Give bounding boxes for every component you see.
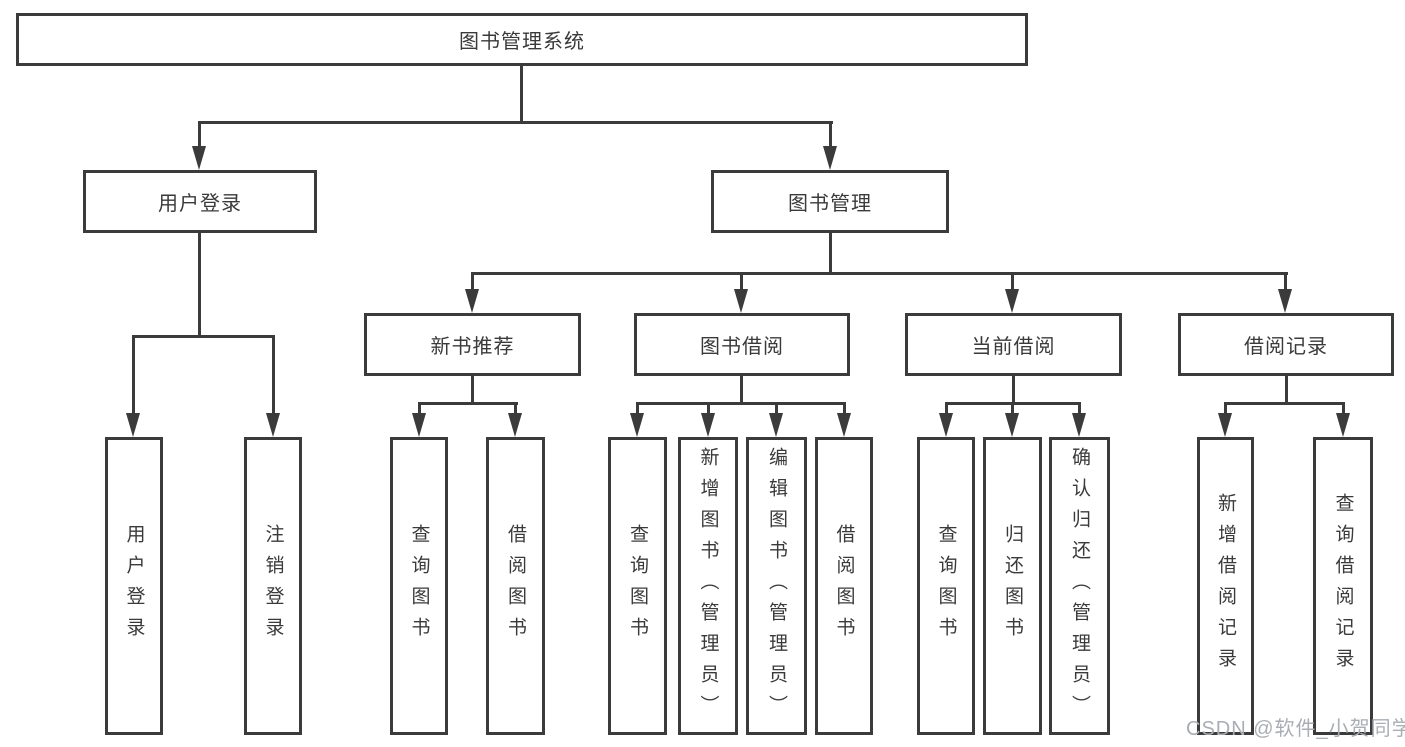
arrowhead-to-borrowrecords (1278, 289, 1292, 313)
connector-newbook-stem (471, 376, 474, 405)
connector-to-bookborrow-stem (740, 272, 743, 292)
connector-leaf-stem (636, 402, 639, 416)
connector-to-borrowrecords-stem (1284, 272, 1287, 292)
node-label: 借阅图书 (505, 524, 526, 648)
node-user-login: 用户登录 (83, 170, 317, 233)
arrowhead-to-borrow-books-borrow (837, 413, 851, 437)
connector-root-to-bookmgmt-stem (829, 121, 832, 149)
node-label: 用户登录 (123, 524, 145, 648)
node-label: 查询图书 (935, 524, 957, 648)
node-label: 查询借阅记录 (1332, 493, 1354, 679)
arrowhead-to-borrow-books-recommend (508, 413, 522, 437)
connector-newbook-horizontal (418, 402, 518, 405)
connector-bookborrow-stem2 (740, 376, 743, 405)
node-label: 借阅记录 (1244, 336, 1328, 358)
node-query-borrow-record: 查询借阅记录 (1313, 437, 1373, 735)
node-label: 新增图书（管理员） (697, 446, 719, 726)
connector-bookborrow-horizontal (636, 402, 846, 405)
arrowhead-to-query-books-current (939, 413, 953, 437)
connector-root-horizontal (198, 121, 833, 124)
node-label: 图书借阅 (700, 336, 784, 358)
node-label: 编辑图书（管理员） (766, 446, 787, 726)
node-label: 查询图书 (408, 524, 430, 648)
arrowhead-to-bookborrow (734, 289, 748, 313)
connector-root-stem (520, 64, 523, 124)
node-confirm-return-admin: 确认归还（管理员） (1049, 437, 1110, 735)
connector-bookmgmt-stem (829, 233, 832, 275)
node-book-borrowing: 图书借阅 (634, 313, 850, 376)
arrowhead-to-add-borrow-record (1218, 413, 1232, 437)
connector-leaf-stem (707, 402, 710, 416)
connector-userlogin-stem (198, 233, 201, 338)
connector-leaf-stem (1078, 402, 1081, 416)
node-label: 新书推荐 (430, 336, 515, 358)
node-label: 图书管理 (788, 193, 872, 215)
node-add-books-admin: 新增图书（管理员） (678, 437, 738, 735)
arrowhead-to-query-borrow-record (1336, 413, 1350, 437)
connector-leaf-stem (1342, 402, 1345, 416)
arrowhead-to-bookmgmt (823, 146, 837, 170)
arrowhead-to-newbook (465, 289, 479, 313)
connector-to-newbook-stem (471, 272, 474, 292)
arrowhead-to-query-books-recommend (412, 413, 426, 437)
node-book-management: 图书管理 (711, 170, 949, 233)
node-user-login-action: 用户登录 (105, 437, 163, 735)
arrowhead-to-confirm-return-admin (1072, 413, 1086, 437)
connector-bookmgmt-horizontal (471, 272, 1288, 275)
node-new-book-recommend: 新书推荐 (364, 313, 581, 376)
connector-leaf-stem (1224, 402, 1227, 416)
arrowhead-to-leaf-userlogin (126, 413, 140, 437)
connector-leaf-stem (514, 402, 517, 416)
arrowhead-to-currentborrow (1005, 289, 1019, 313)
connector-leaf-stem (775, 402, 778, 416)
arrowhead-to-add-books-admin (701, 413, 715, 437)
connector-leaf-stem (843, 402, 846, 416)
connector-to-leaf-userlogin-stem (132, 335, 135, 417)
connector-leaf-stem (1011, 402, 1014, 416)
node-label: 当前借阅 (971, 336, 1056, 358)
connector-userlogin-horizontal (132, 335, 275, 338)
connector-borrowrecords-horizontal (1224, 402, 1345, 405)
node-query-books-current: 查询图书 (917, 437, 975, 735)
node-edit-books-admin: 编辑图书（管理员） (746, 437, 807, 735)
arrowhead-to-userlogin (192, 146, 206, 170)
arrowhead-to-query-books-borrow (630, 413, 644, 437)
node-query-books-recommend: 查询图书 (390, 437, 448, 735)
node-library-management-system: 图书管理系统 (16, 13, 1028, 66)
node-current-borrowing: 当前借阅 (905, 313, 1122, 376)
node-borrow-books-borrow: 借阅图书 (815, 437, 873, 735)
node-add-borrow-record: 新增借阅记录 (1197, 437, 1254, 735)
connector-currentborrow-stem2 (1012, 376, 1015, 405)
csdn-watermark: CSDN @软件_小贺同学 (1186, 718, 1405, 740)
node-label: 注销登录 (262, 524, 284, 648)
connector-leaf-stem (418, 402, 421, 416)
connector-leaf-stem (945, 402, 948, 416)
node-label: 确认归还（管理员） (1069, 446, 1090, 726)
node-label: 借阅图书 (833, 524, 855, 648)
connector-to-currentborrow-stem (1011, 272, 1014, 292)
node-label: 归还图书 (1002, 524, 1023, 648)
node-label: 图书管理系统 (459, 31, 585, 53)
arrowhead-to-edit-books-admin (769, 413, 783, 437)
arrowhead-to-return-books (1005, 413, 1019, 437)
node-borrowing-records: 借阅记录 (1178, 313, 1394, 376)
node-query-books-borrow: 查询图书 (608, 437, 667, 735)
node-borrow-books-recommend: 借阅图书 (486, 437, 545, 735)
connector-borrowrecords-stem2 (1285, 376, 1288, 405)
node-label: 查询图书 (627, 524, 648, 648)
connector-to-leaf-logout-stem (272, 335, 275, 417)
connector-root-to-userlogin-stem (198, 121, 201, 149)
arrowhead-to-leaf-logout (266, 413, 280, 437)
node-label: 用户登录 (158, 193, 242, 215)
node-logout: 注销登录 (244, 437, 302, 735)
node-label: 新增借阅记录 (1215, 493, 1236, 679)
node-return-books: 归还图书 (983, 437, 1042, 735)
